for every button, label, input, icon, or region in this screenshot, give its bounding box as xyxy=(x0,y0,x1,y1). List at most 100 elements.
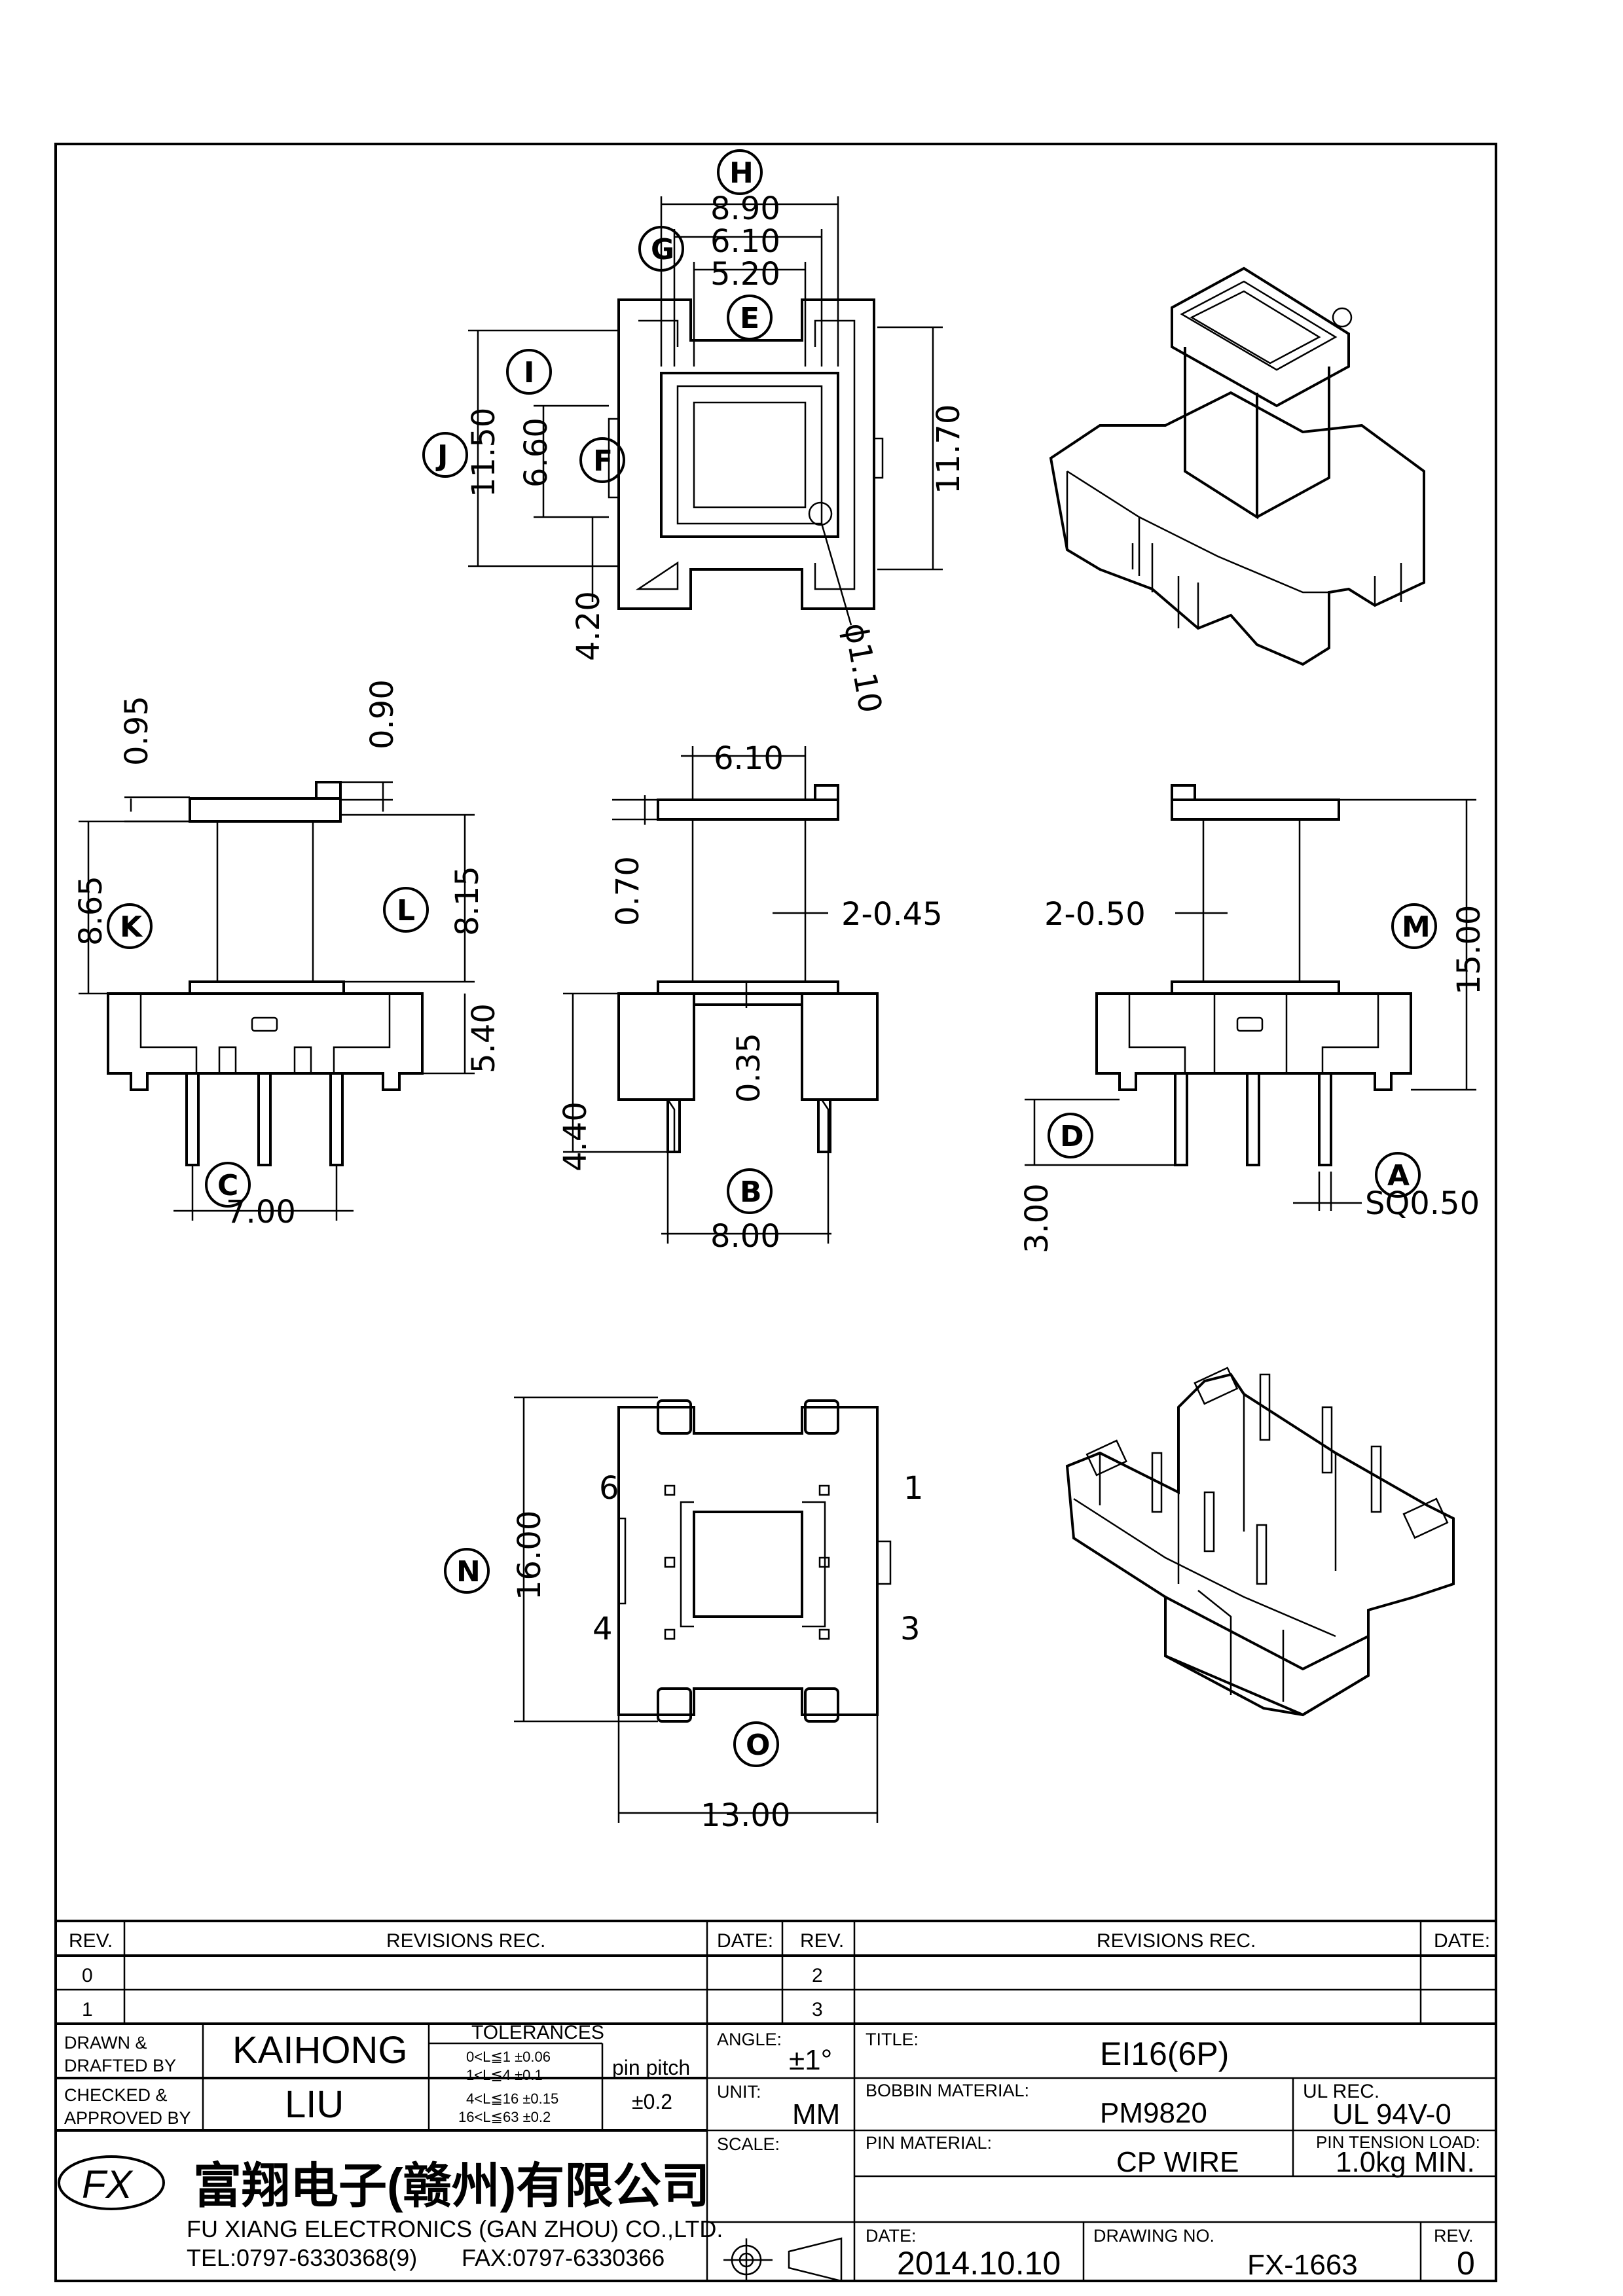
company-tel: TEL:0797-6330368(9) xyxy=(187,2244,417,2271)
date-value: 2014.10.10 xyxy=(897,2245,1061,2282)
dim-front-core-width: 6.10 xyxy=(714,740,784,777)
pin-number-6: 6 xyxy=(599,1470,619,1507)
dim-right-pin-length: 3.00 xyxy=(1019,1183,1055,1253)
dim-front-base-height: 4.40 xyxy=(557,1102,594,1172)
dim-front-base-thick: 0.35 xyxy=(731,1033,767,1103)
dim-side-height-left: 8.65 xyxy=(73,876,109,946)
title-label: TITLE: xyxy=(866,2030,919,2049)
dim-front-base-width: 8.00 xyxy=(710,1218,780,1255)
callout-n: N xyxy=(456,1555,481,1588)
rev-row-0: 0 xyxy=(82,1965,93,1986)
rev-row-3: 3 xyxy=(812,1999,823,2020)
drawing-no-value: FX-1663 xyxy=(1247,2249,1358,2281)
drawn-label-1: DRAWN & xyxy=(64,2033,147,2053)
bobbin-label: BOBBIN MATERIAL: xyxy=(866,2081,1029,2100)
company-logo xyxy=(58,2155,165,2210)
dim-front-slot: 2-0.45 xyxy=(841,896,943,933)
side-view-right: 2-0.50 15.00 3.00 SQ0.50 xyxy=(1019,784,1487,1253)
callout-k: K xyxy=(120,910,143,944)
tolerance-row-1: 0<L≦1 ±0.06 xyxy=(466,2049,551,2065)
dim-top-hole: ϕ1.10 xyxy=(837,620,888,715)
revisions-header-left: REVISIONS REC. xyxy=(386,1930,545,1952)
company-name-en: FU XIANG ELECTRONICS (GAN ZHOU) CO.,LTD. xyxy=(187,2215,723,2242)
pin-number-3: 3 xyxy=(900,1611,921,1647)
projection-symbol-cone xyxy=(788,2237,843,2282)
pin-number-1: 1 xyxy=(903,1470,924,1507)
title-block: DRAWN & DRAFTED BY KAIHONG CHECKED & APP… xyxy=(56,2022,1496,2282)
pin-number-4: 4 xyxy=(593,1611,613,1647)
dim-top-width-mid: 6.10 xyxy=(710,223,780,260)
rev-label: REV. xyxy=(1434,2226,1474,2246)
pin-tension-value: 1.0kg MIN. xyxy=(1336,2146,1475,2178)
drawing-no-label: DRAWING NO. xyxy=(1093,2226,1214,2246)
dim-side-base-height: 5.40 xyxy=(465,1003,502,1073)
title-value: EI16(6P) xyxy=(1100,2036,1229,2072)
callout-g: G xyxy=(651,233,674,266)
tolerance-row-2: 1<L≦4 ±0.1 xyxy=(466,2067,543,2083)
pin-material-value: CP WIRE xyxy=(1116,2146,1239,2178)
company-name-cn: 富翔电子(赣州)有限公司 xyxy=(193,2159,710,2213)
revisions-table: REV. REVISIONS REC. DATE: REV. REVISIONS… xyxy=(56,1920,1496,2025)
rev-row-1: 1 xyxy=(82,1999,93,2020)
date-label: DATE: xyxy=(866,2226,917,2246)
date-header-left: DATE: xyxy=(717,1930,773,1952)
side-view-left: 0.95 0.90 8.65 8.15 5.40 7.00 xyxy=(73,679,502,1230)
callout-l: L xyxy=(397,894,415,927)
rev-value: 0 xyxy=(1457,2245,1475,2282)
dim-bottom-length: 16.00 xyxy=(511,1511,548,1600)
drawn-value: KAIHONG xyxy=(232,2029,408,2072)
drawing-border xyxy=(54,143,1497,2282)
iso-view-top xyxy=(1049,266,1425,666)
drawn-label-2: DRAFTED BY xyxy=(64,2056,176,2075)
company-fax: FAX:0797-6330366 xyxy=(462,2244,665,2271)
callout-i: I xyxy=(524,356,534,389)
callout-f: F xyxy=(593,444,613,478)
callout-m: M xyxy=(1402,910,1431,944)
dim-side-height-right: 8.15 xyxy=(449,866,486,936)
dim-bottom-width: 13.00 xyxy=(701,1797,790,1834)
callout-j: J xyxy=(435,439,448,473)
pin-pitch-label: pin pitch xyxy=(612,2056,690,2079)
tolerances-title: TOLERANCES xyxy=(471,2022,604,2043)
dim-right-total-height: 15.00 xyxy=(1451,905,1487,995)
angle-label: ANGLE: xyxy=(717,2030,782,2049)
bobbin-value: PM9820 xyxy=(1100,2097,1207,2129)
revisions-header-right: REVISIONS REC. xyxy=(1097,1930,1256,1952)
tolerance-row-3: 4<L≦16 ±0.15 xyxy=(466,2090,558,2107)
logo-text: FX xyxy=(82,2162,134,2206)
unit-label: UNIT: xyxy=(717,2082,761,2102)
rev-header-right: REV. xyxy=(800,1930,844,1952)
checked-value: LIU xyxy=(285,2083,344,2126)
tolerance-row-4: 16<L≦63 ±0.2 xyxy=(458,2109,551,2125)
dim-top-width-outer: 8.90 xyxy=(710,190,780,227)
angle-value: ±1° xyxy=(789,2044,832,2076)
callout-a: A xyxy=(1387,1159,1410,1193)
callout-c: C xyxy=(217,1169,238,1202)
dim-top-width-inner: 5.20 xyxy=(710,256,780,293)
checked-label-2: APPROVED BY xyxy=(64,2108,191,2128)
callout-o: O xyxy=(746,1729,770,1762)
unit-value: MM xyxy=(792,2098,840,2130)
date-header-right: DATE: xyxy=(1434,1930,1490,1952)
dim-top-height-left: 11.50 xyxy=(465,408,502,497)
front-view: 6.10 0.70 2-0.45 0.35 4.40 8.00 xyxy=(557,740,943,1255)
dim-front-flange-thick: 0.70 xyxy=(610,856,646,926)
rev-header-left: REV. xyxy=(69,1930,113,1952)
pin-material-label: PIN MATERIAL: xyxy=(866,2133,992,2153)
ul-value: UL 94V-0 xyxy=(1332,2098,1451,2130)
bottom-view: 6 1 4 3 16.00 13.00 xyxy=(511,1396,924,1834)
callout-b: B xyxy=(740,1175,762,1209)
pin-tension-label: PIN TENSION LOAD: xyxy=(1316,2132,1480,2152)
callout-e: E xyxy=(740,302,759,335)
callout-d: D xyxy=(1060,1120,1084,1153)
dim-top-offset: 4.20 xyxy=(570,591,607,661)
pin-pitch-value: ±0.2 xyxy=(632,2090,672,2113)
iso-view-bottom xyxy=(1065,1367,1455,1717)
dim-side-flange-top: 0.95 xyxy=(119,696,155,766)
scale-label: SCALE: xyxy=(717,2134,780,2154)
callouts: H G E I F J K L C B M D A N O xyxy=(107,149,1437,1767)
dim-right-slot: 2-0.50 xyxy=(1044,896,1146,933)
dim-top-height-right: 11.70 xyxy=(930,404,967,494)
rev-row-2: 2 xyxy=(812,1965,823,1986)
